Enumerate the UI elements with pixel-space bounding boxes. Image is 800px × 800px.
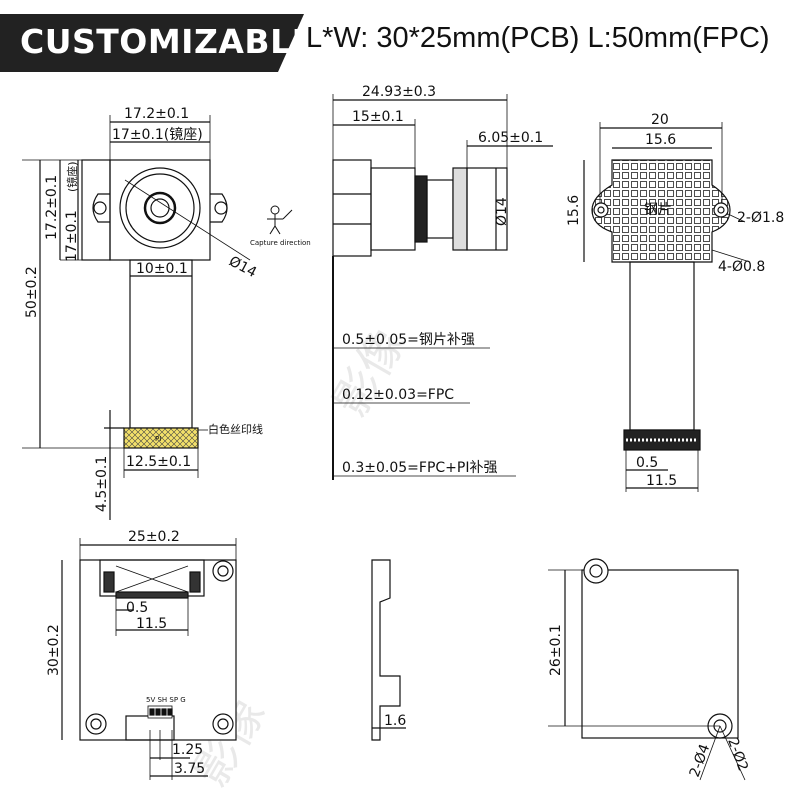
back-steel-label: 钢片 — [644, 202, 672, 218]
back-view — [583, 122, 751, 492]
header-badge: CUSTOMIZABLE — [0, 14, 314, 72]
front-view — [22, 115, 293, 520]
side-dim-dia: Ø14 — [494, 197, 510, 226]
front-dim-mount-vertical: (镜座) — [65, 161, 79, 192]
side-neck — [426, 179, 454, 239]
pcb-pitch: 0.5 — [126, 600, 148, 616]
back-connector-width: 11.5 — [646, 473, 677, 489]
front-dim-width: 17.2±0.1 — [124, 106, 189, 122]
front-dim-total-length: 50±0.2 — [24, 266, 40, 318]
dimension-labels: 17.2±0.1 17±0.1(镜座) 17.2±0.1 17±0.1 (镜座)… — [24, 84, 784, 779]
back-hole-right-inner — [717, 206, 725, 214]
back-dim-inner: 15.6 — [645, 132, 676, 148]
pcb-dim-width: 25±0.2 — [128, 529, 180, 545]
lens-ring — [125, 173, 195, 243]
side-view — [332, 94, 553, 480]
front-dim-connector-length: 4.5±0.1 — [94, 456, 110, 512]
pcb-hole-top-right — [212, 560, 234, 582]
side-lens — [466, 167, 508, 251]
front-dim-mount: 17±0.1(镜座) — [112, 127, 203, 143]
mount-left-ear — [92, 193, 110, 223]
pcb-back-view — [548, 558, 746, 781]
pcb-back-dim-height: 26±0.1 — [548, 624, 564, 676]
side-mount — [332, 159, 372, 257]
back-holes-small: 4-Ø0.8 — [718, 259, 765, 275]
pcb-back-hole-top — [583, 558, 609, 584]
mount-hole-right — [214, 201, 228, 215]
back-pitch: 0.5 — [636, 455, 658, 471]
pcb-side-profile — [371, 559, 401, 741]
lens-mount — [109, 159, 211, 261]
back-hole-left — [593, 202, 609, 218]
steel-stiffener — [591, 159, 731, 263]
front-dim-connector-width: 12.5±0.1 — [126, 454, 191, 470]
capture-direction-icon — [267, 205, 293, 235]
pcb-side-view — [371, 559, 406, 741]
spec-summary: L*W: 30*25mm(PCB) L:50mm(FPC) — [306, 22, 770, 54]
capture-direction-label: Capture direction — [250, 239, 311, 247]
pcb-connector-width: 11.5 — [136, 616, 167, 632]
side-dim-total: 24.93±0.3 — [362, 84, 436, 100]
side-note-fpc: 0.12±0.03=FPC — [342, 387, 454, 403]
side-thread — [414, 175, 428, 243]
pcb-dim-pin-span: 3.75 — [174, 761, 205, 777]
side-note-steel: 0.5±0.05=钢片补强 — [342, 332, 475, 348]
diameter-leader — [124, 179, 251, 261]
pcb-pin-label: 5V SH SP G — [146, 696, 186, 704]
pcb-back-hole-a: 2-Ø4 — [687, 742, 714, 779]
side-focus-ring — [452, 167, 468, 251]
mount-right-ear — [210, 193, 228, 223]
back-holes-large: 2-Ø1.8 — [737, 210, 784, 226]
pcb-back-hole-b: 2-Ø2 — [724, 736, 751, 773]
side-note-pi: 0.3±0.05=FPC+PI补强 — [342, 460, 497, 476]
fpc-connector — [123, 427, 199, 449]
side-dim-barrel: 15±0.1 — [352, 109, 404, 125]
connector-pin-label: PI — [155, 435, 161, 443]
back-dim-width: 20 — [651, 112, 669, 128]
pcb-hole-bottom-right — [212, 713, 234, 735]
pcb-back-board — [581, 569, 739, 739]
front-dim-fpc-width: 10±0.1 — [136, 261, 188, 277]
pcb-front-view — [61, 538, 237, 780]
back-hole-right — [713, 202, 729, 218]
pcb-connector-pins — [115, 591, 189, 599]
back-dim-height: 15.6 — [566, 195, 582, 226]
mount-hole-left — [93, 201, 107, 215]
front-dim-height-outer: 17.2±0.1 — [44, 175, 60, 240]
fpc-cable — [129, 259, 193, 429]
pcb-dim-pin-pitch: 1.25 — [172, 742, 203, 758]
side-dim-lens: 6.05±0.1 — [478, 130, 543, 146]
front-dim-height-inner: 17±0.1 — [64, 210, 80, 262]
front-dim-lens-dia: Ø14 — [226, 253, 259, 281]
pcb-hole-bottom-left — [85, 713, 107, 735]
lens-outer-ring — [119, 167, 201, 249]
back-fpc — [629, 261, 695, 431]
pcb-side-dim-thickness: 1.6 — [384, 713, 406, 729]
back-hole-left-inner — [597, 206, 605, 214]
side-barrel — [370, 167, 416, 251]
lens-glass — [143, 191, 177, 225]
badge-label: CUSTOMIZABLE — [20, 22, 315, 61]
badge-background — [0, 14, 304, 72]
pcb-dim-height: 30±0.2 — [46, 624, 62, 676]
silkscreen-label: 白色丝印线 — [208, 422, 263, 436]
